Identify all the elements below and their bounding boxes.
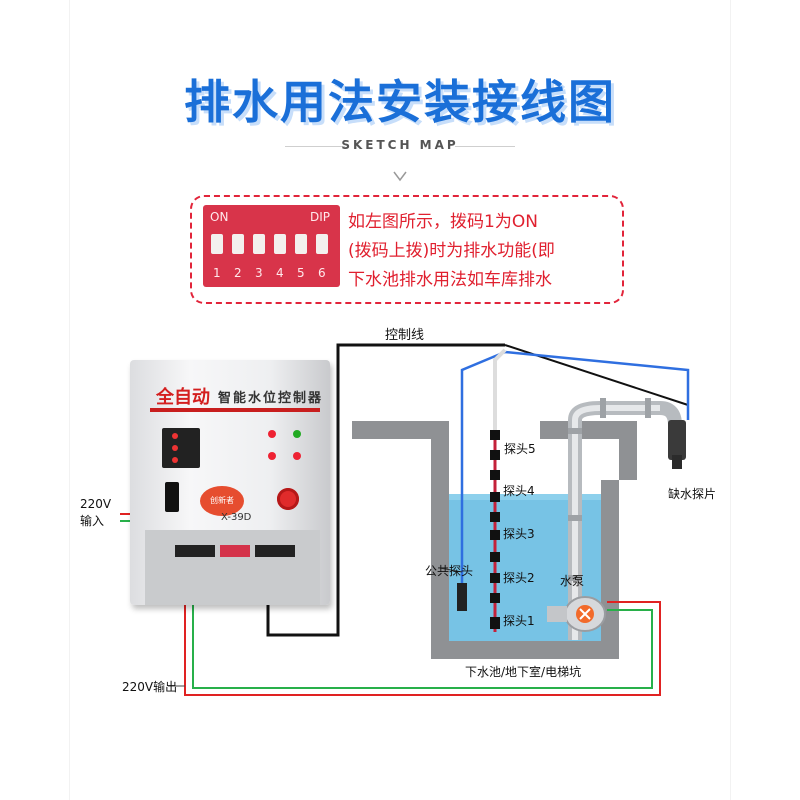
probe-bead-2 [490,573,500,583]
control-wire [266,343,505,637]
probe-bead [490,593,500,603]
input-label: 输入 [80,514,105,528]
dip-switch-on-board [220,545,250,557]
indicator-light [172,445,178,451]
low-water-probe-device [668,420,686,460]
protect-light [268,430,276,438]
controller-model: X-39D [221,512,252,523]
terminal-block [145,530,320,605]
indicator-light [172,457,178,463]
dip-switch-4 [274,234,286,254]
dip-number-1: 1 [213,266,221,280]
indicator-light [172,433,178,439]
probe-bead-1 [490,617,500,629]
pool-wall-right [540,421,637,480]
dip-switch-2 [232,234,244,254]
probe1-label: 探头1 [503,614,535,628]
dip-number-5: 5 [297,266,305,280]
pipe-joint [568,428,582,434]
probe3-label: 探头3 [503,527,535,541]
water-surface [449,494,601,500]
pipe-joint [568,515,582,521]
low-water-probe-label: 缺水探片 [668,487,717,501]
page-title: 排水用法安装接线图 [184,75,616,129]
probe-bead [490,512,500,522]
chevron-down-icon [393,171,407,182]
pool-wall [352,421,619,659]
probe5-label: 探头5 [504,442,536,456]
pipe-joint [600,398,606,418]
probe-bead-5 [490,450,500,460]
pool-label: 下水池/地下室/电梯坑 [465,665,582,679]
controller-title-sub: 智能水位控制器 [218,391,324,406]
dip-number-4: 4 [276,266,284,280]
dip-description-line-1: 如左图所示，拨码1为ON [348,212,538,232]
blue-wire-low-probe [504,350,690,420]
dip-switch-1 [211,234,223,254]
controller-title-main: 全自动 [156,387,210,408]
terminal-screws-right [255,545,295,557]
output-label: 220V输出 [122,680,178,694]
alarm-light [268,452,276,460]
dip-number-2: 2 [234,266,242,280]
probe-bead [490,430,500,440]
probe-bead [490,552,500,562]
mode-switch[interactable] [165,482,179,512]
work-light [293,430,301,438]
input-voltage-label: 220V [80,497,112,511]
dip-label: DIP [310,210,331,224]
start-stop-button[interactable] [277,488,299,510]
probe-bead-3 [490,530,500,540]
dip-switch-3 [253,234,265,254]
indicator-panel [162,428,200,468]
subtitle-divider-left [285,146,345,147]
dip-description-line-2: (拨码上拨)时为排水功能(即 [348,241,555,261]
output-wire-green [192,565,653,689]
pipe-joint [568,575,582,581]
common-probe-label: 公共探头 [425,564,474,578]
blue-wire-common [460,350,506,590]
dip-description-line-3: 下水池排水用法如车库排水 [348,270,552,290]
pump-inlet [547,606,567,622]
dip-number-6: 6 [318,266,326,280]
sketch-map-subtitle: SKETCH MAP [341,138,459,152]
dip-switch-6 [316,234,328,254]
probe-cable-top [493,348,507,430]
probe-bead [490,470,500,480]
pump-pipe-highlight [572,405,660,640]
dip-switch-5 [295,234,307,254]
probe-bead-4 [490,492,500,502]
common-probe [457,583,467,611]
pump-fan [579,608,591,620]
terminal-screws-left [175,545,215,557]
control-wire-label: 控制线 [385,328,425,343]
subtitle-divider-right [455,146,515,147]
brand-logo: 创新者 [200,486,244,516]
controller-red-band [150,408,320,412]
dip-number-3: 3 [255,266,263,280]
probe2-label: 探头2 [503,571,535,585]
pipe-joint [645,398,651,418]
probe4-label: 探头4 [503,484,535,498]
pump-label: 水泵 [560,574,585,588]
common-probe-pointer [439,567,463,573]
low-water-probe-tip [672,455,682,469]
power-light [293,452,301,460]
dip-on-label: ON [210,210,229,224]
